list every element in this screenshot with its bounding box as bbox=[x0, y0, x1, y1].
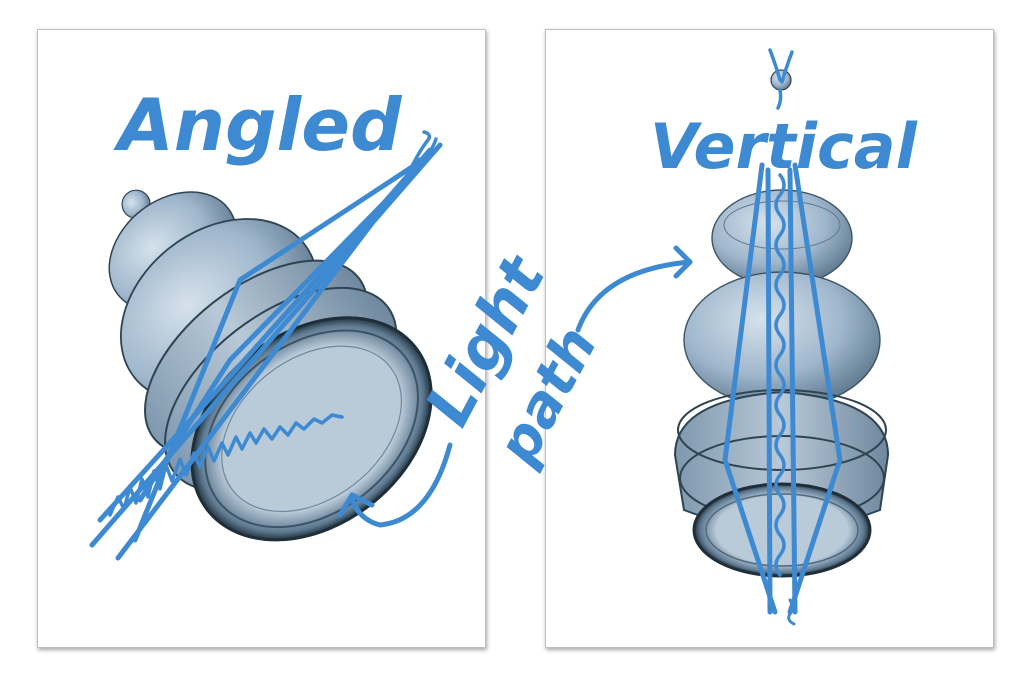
angled-panel bbox=[37, 29, 486, 648]
vertical-panel bbox=[545, 29, 994, 648]
